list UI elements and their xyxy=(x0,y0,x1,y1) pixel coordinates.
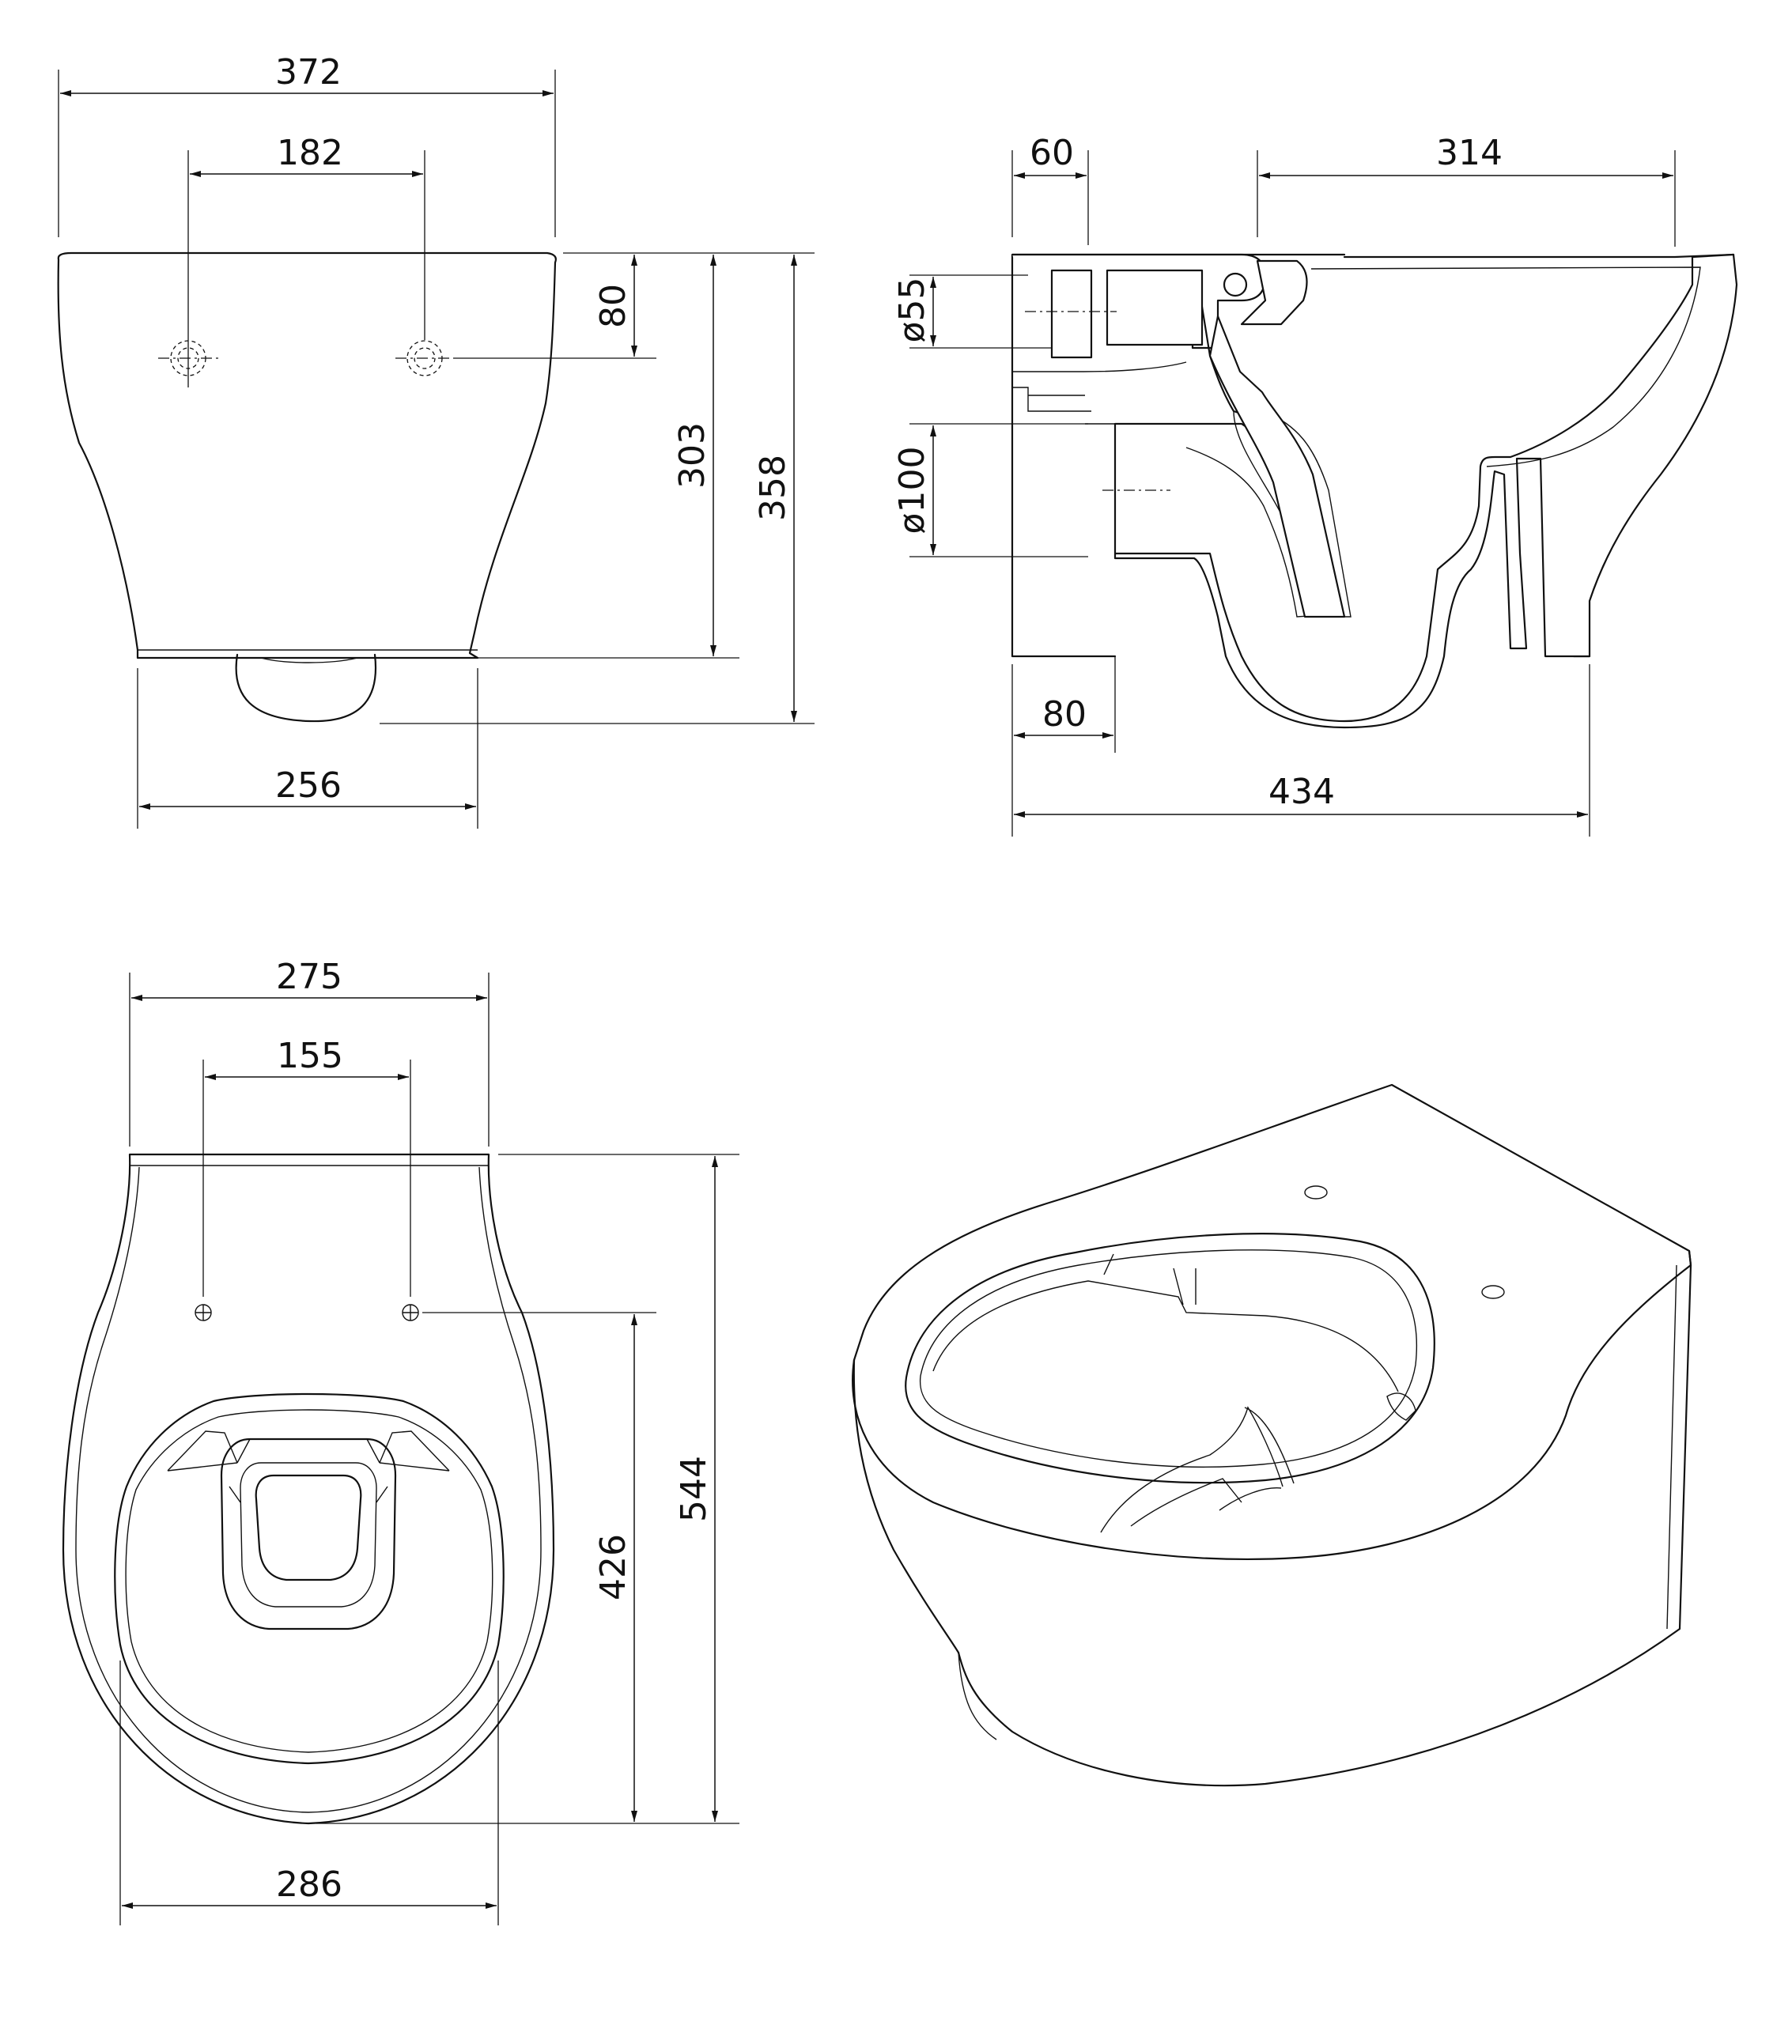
dim-top-hole-to-front: 426 xyxy=(593,1534,633,1600)
top-left-fixing-hole xyxy=(195,1304,212,1321)
side-view-seat-hinge-block xyxy=(1240,259,1308,326)
dim-side-inlet-diameter: ø55 xyxy=(892,278,932,343)
top-view-body-outline xyxy=(62,1153,555,1825)
dim-front-body-height: 303 xyxy=(672,422,713,489)
dim-top-total-length: 544 xyxy=(674,1456,714,1522)
dim-front-hole-spacing: 182 xyxy=(277,133,343,173)
iso-right-fixing-hole xyxy=(1481,1285,1505,1299)
top-view-flush-outlet-inner xyxy=(255,1474,362,1581)
iso-top-surface xyxy=(852,1083,1692,1561)
side-view-trap-wall xyxy=(1208,315,1346,618)
dim-side-outlet-offset: 80 xyxy=(1042,694,1087,735)
side-view-rim-top xyxy=(1254,253,1735,259)
iso-bowl-trap xyxy=(1100,1406,1295,1533)
top-view-rim-ledge xyxy=(167,1430,450,1472)
iso-rim-inner xyxy=(919,1249,1417,1468)
dim-front-base-width: 256 xyxy=(275,765,342,806)
dim-side-outlet-diameter: ø100 xyxy=(892,447,932,535)
side-ext-lines xyxy=(909,150,1676,837)
front-ext-lines xyxy=(58,70,815,829)
top-view-rim-outer xyxy=(114,1392,505,1765)
top-view-flush-outlet-outer xyxy=(220,1438,397,1630)
dim-top-hole-spacing: 155 xyxy=(277,1036,343,1076)
front-right-fixing-hole xyxy=(395,340,455,376)
iso-left-fixing-hole xyxy=(1304,1185,1328,1200)
isometric-view xyxy=(852,1083,1692,1787)
top-view: 275 155 426 544 286 xyxy=(62,957,739,1925)
iso-rim-outer xyxy=(905,1233,1435,1484)
front-view-body-outline xyxy=(57,251,557,659)
dim-top-rim-width: 286 xyxy=(276,1865,342,1905)
side-view-lower-void xyxy=(1012,361,1187,425)
dim-side-bowl-length: 314 xyxy=(1436,133,1503,173)
top-ext-lines xyxy=(119,973,739,1925)
top-view-flush-outlet-step xyxy=(229,1438,388,1503)
dim-front-width: 372 xyxy=(275,52,342,93)
iso-bowl-inner-rim xyxy=(932,1253,1399,1392)
dim-top-width: 275 xyxy=(276,957,342,997)
iso-bowl-body-shade xyxy=(958,1264,1677,1740)
iso-seat-hinge-notch xyxy=(1386,1392,1416,1421)
dim-side-wall-offset: 60 xyxy=(1030,133,1074,173)
top-view-rim-inner xyxy=(125,1409,493,1753)
dim-side-total-depth: 434 xyxy=(1268,772,1335,812)
front-view-outlet-inner xyxy=(260,657,358,663)
iso-back-side xyxy=(957,1249,1692,1787)
top-right-fixing-hole xyxy=(402,1304,419,1321)
iso-bowl-body xyxy=(853,1358,960,1654)
dim-front-total-height: 358 xyxy=(753,455,793,521)
side-section-view: 60 314 ø55 ø100 80 434 xyxy=(892,133,1738,837)
front-view: 372 182 80 303 358 256 xyxy=(57,52,815,829)
dim-front-hole-drop: 80 xyxy=(593,284,633,328)
side-view-seat-hinge xyxy=(1223,272,1248,297)
front-view-outlet-stub xyxy=(235,653,377,723)
top-view-flush-outlet-mid xyxy=(240,1462,377,1608)
side-view-inlet-chamber xyxy=(1050,269,1204,359)
top-view-inner-outline xyxy=(75,1166,542,1813)
